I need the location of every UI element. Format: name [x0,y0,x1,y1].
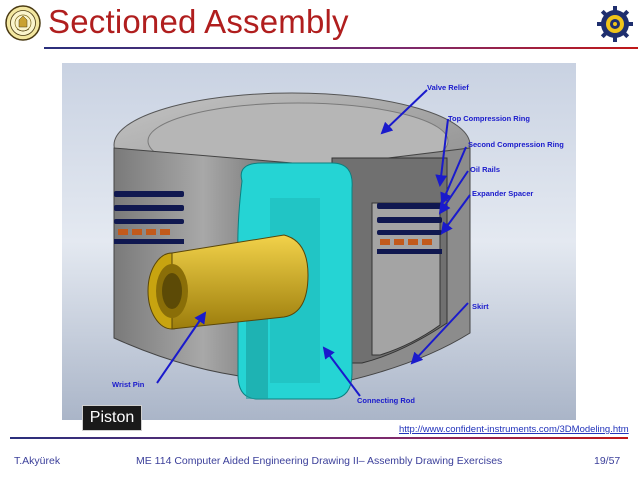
slide-title: Sectioned Assembly [48,3,349,40]
callout-expander-spacer: Expander Spacer [472,189,533,198]
footer-author: T.Akyürek [14,455,61,467]
source-link[interactable]: http://www.confident-instruments.com/3DM… [399,424,629,435]
callout-oil-rails: Oil Rails [470,165,500,174]
footer-page-number: 19/57 [594,455,621,467]
title-rule [44,47,638,49]
gear-emblem-icon [597,6,633,42]
callout-connecting-rod: Connecting Rod [357,396,415,405]
piston-section-image: Valve Relief Top Compression Ring Second… [62,63,576,420]
callout-skirt: Skirt [472,302,489,311]
callout-second-compression-ring: Second Compression Ring [468,140,564,149]
callout-valve-relief: Valve Relief [427,83,469,92]
callout-wrist-pin: Wrist Pin [112,380,145,389]
footer-rule [10,437,628,439]
callout-top-compression-ring: Top Compression Ring [448,114,530,123]
university-seal-icon [5,5,41,41]
footer-course: ME 114 Computer Aided Engineering Drawin… [136,455,503,467]
image-caption: Piston [82,405,142,431]
